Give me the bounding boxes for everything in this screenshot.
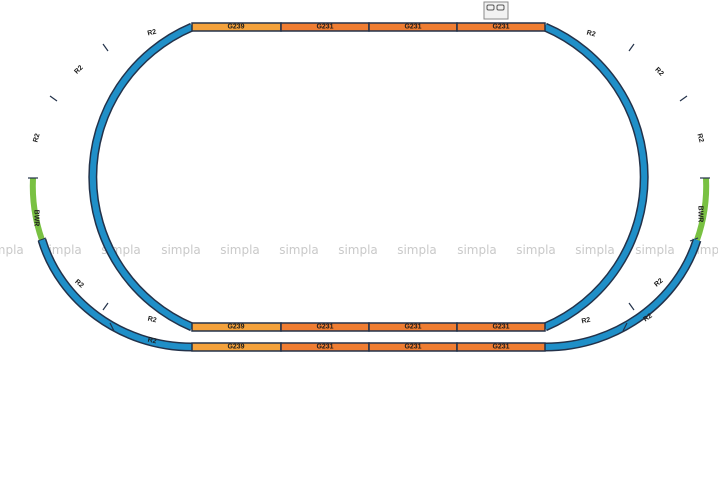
watermark-text: simpla [575, 243, 615, 257]
label-loop-g231-3: G231 [492, 344, 509, 351]
bottom-straight-g231-3 [456, 322, 546, 332]
label-switch-right: BWR [697, 206, 704, 223]
right-switch-segment [694, 177, 710, 241]
label-curve-right-4: R2 [653, 277, 664, 288]
top-straight-row [191, 22, 546, 32]
label-curve-left-2: R2 [73, 64, 84, 75]
watermark-text: simpla [220, 243, 260, 257]
watermark-text: simpla [279, 243, 319, 257]
label-loop-g239: G239 [227, 344, 244, 351]
watermark-text: simpla [338, 243, 378, 257]
label-curve-right-1: R2 [586, 30, 596, 39]
watermark-text: simpla [161, 243, 201, 257]
label-curve-right-2: R2 [653, 66, 664, 77]
label-curve-right-3: R2 [695, 133, 704, 144]
right-loop-curve-fill [544, 239, 700, 350]
loop-straight-g231-3 [456, 342, 546, 352]
watermark-text: simpla [516, 243, 556, 257]
label-curve-left-3: R2 [32, 133, 41, 144]
label-top-g231-1: G231 [316, 24, 333, 31]
label-loop-g231-1: G231 [316, 344, 333, 351]
label-loop-curve-right: R2 [642, 313, 653, 324]
left-switch-segment [29, 177, 45, 241]
label-loop-g231-2: G231 [404, 344, 421, 351]
label-bottom-g231-1: G231 [316, 324, 333, 331]
right-curve-arc [543, 22, 649, 332]
label-top-g231-3: G231 [492, 24, 509, 31]
watermark-text: simpla [42, 243, 82, 257]
label-top-g231-2: G231 [404, 24, 421, 31]
label-curve-left-5: R2 [147, 316, 157, 325]
passing-loop-track [37, 238, 702, 352]
top-straight-g231-3 [456, 22, 546, 32]
watermark-row: simpla simpla simpla simpla simpla simpla simp… [0, 243, 718, 257]
loop-straight-row [191, 342, 546, 352]
label-curve-left-4: R2 [73, 278, 84, 289]
right-curve-arc-fill [543, 24, 648, 330]
label-bottom-g239: G239 [227, 324, 244, 331]
label-bottom-g231-2: G231 [404, 324, 421, 331]
watermark-text: simpla [397, 243, 437, 257]
label-switch-left: BWR [33, 210, 40, 227]
buffer-stop-icon [483, 1, 509, 20]
watermark-text: simpla [0, 243, 24, 257]
piece-labels: G239 G231 G231 G231 G239 G231 G231 G231 … [32, 24, 704, 351]
bottom-straight-row [191, 322, 546, 332]
label-curve-right-5: R2 [581, 317, 591, 326]
label-curve-left-1: R2 [147, 28, 157, 37]
label-top-g239: G239 [227, 24, 244, 31]
watermark-text: simpla [635, 243, 675, 257]
left-loop-curve-fill [39, 239, 193, 350]
label-loop-curve-left: R2 [147, 337, 157, 346]
watermark-text: simpla [457, 243, 497, 257]
left-curve-arc [88, 22, 194, 332]
label-bottom-g231-3: G231 [492, 324, 509, 331]
main-oval-track [28, 22, 710, 332]
left-curve-arc-fill [89, 24, 194, 330]
